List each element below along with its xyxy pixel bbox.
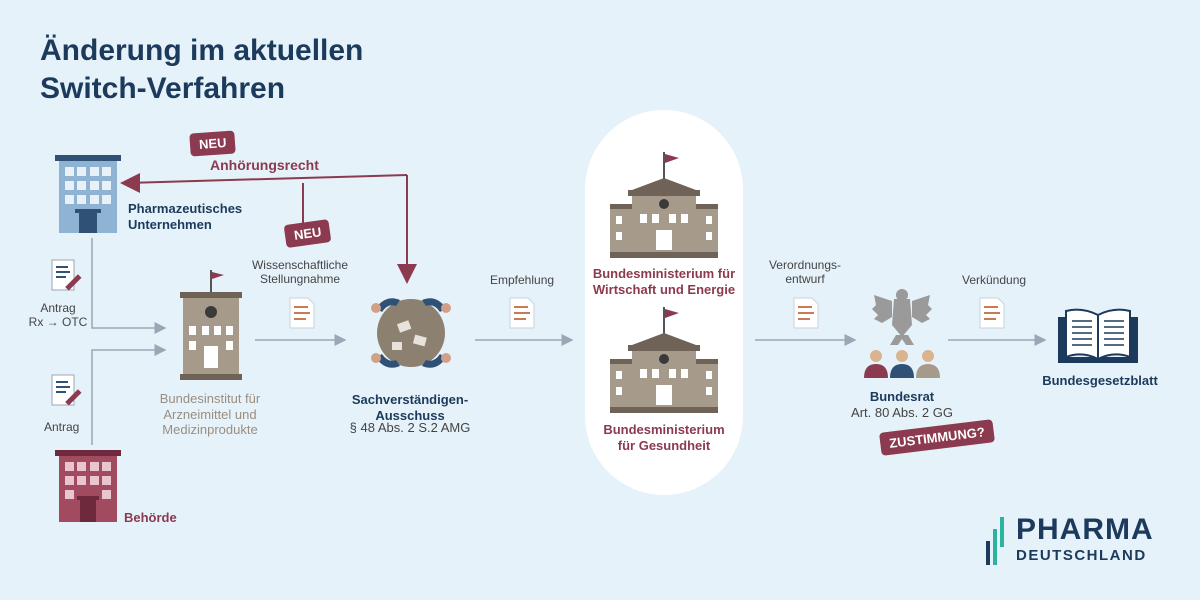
verordnungsentwurf-label: Verordnungs- entwurf bbox=[768, 258, 842, 287]
council-members-icon bbox=[864, 350, 940, 378]
open-book-icon bbox=[1058, 308, 1138, 363]
bmg-label: Bundesministerium für Gesundheit bbox=[603, 422, 725, 453]
ministry-building-icon-2 bbox=[610, 307, 718, 413]
badge-neu-anhoerung: NEU bbox=[189, 130, 237, 157]
bundesrat-label: Bundesrat bbox=[869, 389, 935, 404]
authority-building-icon bbox=[55, 450, 121, 522]
document-icon-3 bbox=[793, 297, 819, 329]
ausschuss-label: Sachverständigen- Ausschuss bbox=[351, 392, 469, 423]
company-building-icon bbox=[55, 155, 121, 233]
logo-pharma: PHARMA bbox=[1016, 513, 1154, 546]
application-form-icon-2 bbox=[51, 374, 82, 406]
bfarm-label: Bundesinstitut für Arzneimittel und Medi… bbox=[159, 391, 261, 438]
document-icon-2 bbox=[509, 297, 535, 329]
pharma-company-label: Pharmazeutisches Unternehmen bbox=[128, 201, 243, 232]
application-form-icon bbox=[51, 259, 82, 291]
line-pharma-to-bfarm bbox=[91, 238, 167, 334]
document-icon-4 bbox=[979, 297, 1005, 329]
verkuendung-label: Verkündung bbox=[962, 273, 1027, 287]
bundesrat-reference: Art. 80 Abs. 2 GG bbox=[851, 405, 953, 420]
pharma-deutschland-logo-mark bbox=[986, 517, 1004, 565]
arrow-anhoerung-top bbox=[124, 174, 408, 184]
logo-deutschland: DEUTSCHLAND bbox=[1016, 547, 1147, 564]
antrag-rx-otc-label: Antrag Rx → OTC bbox=[28, 301, 88, 330]
line-behoerde-to-bfarm bbox=[91, 344, 167, 445]
ausschuss-reference: § 48 Abs. 2 S.2 AMG bbox=[349, 420, 471, 435]
federal-eagle-icon bbox=[872, 289, 932, 345]
document-icon bbox=[289, 297, 315, 329]
institute-building-icon bbox=[180, 270, 242, 380]
page-title: Änderung im aktuellen Switch-Verfahren bbox=[40, 34, 364, 105]
anhoerungsrecht-label: Anhörungsrecht bbox=[210, 157, 319, 173]
antrag-label: Antrag bbox=[44, 420, 80, 434]
behoerde-label: Behörde bbox=[124, 510, 177, 525]
stellungnahme-label: Wissenschaftliche Stellungnahme bbox=[251, 258, 349, 287]
committee-table-icon bbox=[371, 298, 451, 368]
ministry-building-icon bbox=[610, 152, 718, 258]
bmwe-label: Bundesministerium für Wirtschaft und Ene… bbox=[592, 266, 736, 297]
bundesgesetzblatt-label: Bundesgesetzblatt bbox=[1042, 373, 1158, 388]
empfehlung-label: Empfehlung bbox=[490, 273, 555, 287]
